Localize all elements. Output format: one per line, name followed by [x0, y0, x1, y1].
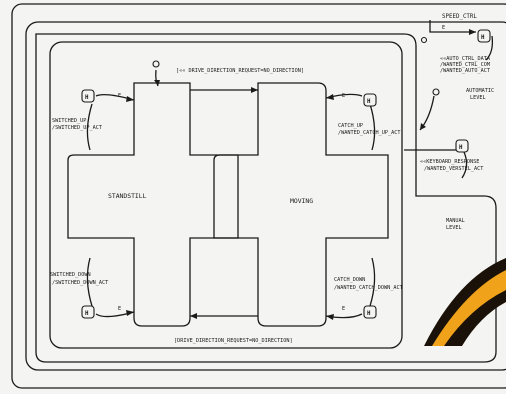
- keyboard-response-label: ««KEYBOARD_RESPONSE: [420, 159, 479, 165]
- svg-text:H: H: [85, 95, 89, 101]
- switched-down-label: SWITCHED_DOWN: [50, 272, 91, 278]
- switched-up-label: SWITCHED_UP: [52, 118, 86, 124]
- automatic-level-label: LEVEL: [470, 95, 486, 101]
- standstill-label: STANDSTILL: [108, 192, 147, 200]
- entry-junction: [153, 61, 159, 67]
- speed-ctrl-label: SPEED_CTRL: [442, 14, 477, 20]
- catch-down-label: /WANTED_CATCH_DOWN_ACT: [334, 285, 403, 291]
- arrowhead: [326, 94, 334, 100]
- banana-peel-illustration: [424, 258, 506, 346]
- e-label: E: [442, 25, 445, 31]
- loop-catch-down-return: [370, 258, 375, 306]
- history-marker-switched-up: H: [82, 90, 94, 102]
- manual-level-label: MANUAL: [446, 218, 465, 224]
- arrowhead: [469, 29, 476, 35]
- switched-down-label: /SWITCHED_DOWN_ACT: [52, 280, 108, 286]
- moving-label: MOVING: [290, 197, 313, 205]
- history-marker-auto-ctrl: H: [478, 30, 490, 42]
- e-label: E: [118, 306, 121, 312]
- top-transition-label: [«« DRIVE_DIRECTION_REQUEST=NO_DIRECTION…: [176, 68, 304, 74]
- arrowhead: [251, 87, 258, 93]
- svg-text:H: H: [459, 145, 463, 151]
- catch-up-label: /WANTED_CATCH_UP_ACT: [338, 130, 400, 136]
- arrowhead: [326, 314, 334, 320]
- catch-down-label: CATCH_DOWN: [334, 277, 365, 283]
- svg-text:H: H: [367, 99, 371, 105]
- svg-text:H: H: [85, 311, 89, 317]
- manual-level-label: LEVEL: [446, 225, 462, 231]
- e-label: E: [342, 93, 345, 99]
- switched-up-label: /SWITCHED_UP_ACT: [52, 125, 102, 131]
- auto-ctrl-label: /WANTED_AUTO_ACT: [440, 68, 490, 74]
- history-marker-keyboard: H: [456, 140, 468, 152]
- manual-level-state: [50, 42, 402, 348]
- entry-junction: [433, 89, 439, 95]
- arrowhead: [190, 313, 197, 319]
- history-marker-switched-down: H: [82, 306, 94, 318]
- svg-text:H: H: [481, 35, 485, 41]
- e-label: E: [118, 93, 121, 99]
- bottom-transition-label: [DRIVE_DIRECTION_REQUEST=NO_DIRECTION]: [174, 338, 293, 344]
- loop-catch-up-return: [370, 104, 375, 150]
- history-marker-catch-up: H: [364, 94, 376, 106]
- history-marker-catch-down: H: [364, 306, 376, 318]
- keyboard-response-label: /WANTED_VERSTEL_ACT: [424, 166, 483, 172]
- standstill-state: [68, 83, 238, 326]
- svg-text:H: H: [367, 311, 371, 317]
- arrowhead: [420, 123, 426, 130]
- automatic-level-label: AUTOMATIC: [466, 88, 494, 94]
- e-label: E: [342, 306, 345, 312]
- catch-up-label: CATCH_UP: [338, 123, 363, 129]
- entry-junction: [422, 38, 427, 43]
- keyboard-loop: [462, 152, 467, 178]
